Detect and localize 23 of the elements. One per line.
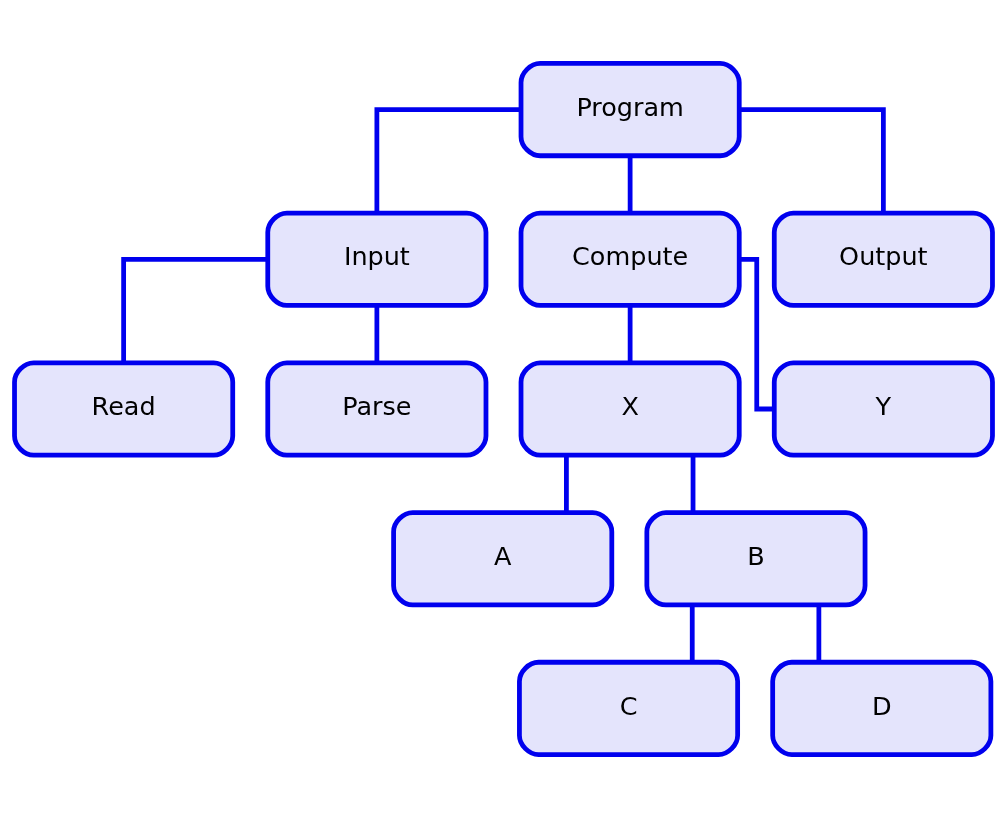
connector: [627, 156, 633, 213]
node-box: Program: [518, 61, 742, 159]
node-box: Output: [771, 210, 995, 308]
connector: [374, 107, 521, 213]
connector: [627, 305, 633, 363]
node-box: Compute: [518, 210, 742, 308]
node-box: B: [644, 510, 868, 608]
connector: [739, 256, 774, 412]
node-box: D: [770, 659, 994, 757]
connector: [121, 256, 268, 363]
connector: [739, 107, 886, 213]
connector: [816, 605, 822, 662]
node-box: Y: [771, 360, 995, 458]
node-box: X: [518, 360, 742, 458]
connector: [689, 605, 695, 662]
connector: [374, 305, 380, 363]
connector: [690, 455, 696, 513]
node-box: Parse: [265, 360, 489, 458]
node-box: Read: [12, 360, 236, 458]
node-box: C: [517, 659, 741, 757]
node-box: Input: [265, 210, 489, 308]
node-box: A: [391, 510, 615, 608]
connector: [564, 455, 569, 513]
